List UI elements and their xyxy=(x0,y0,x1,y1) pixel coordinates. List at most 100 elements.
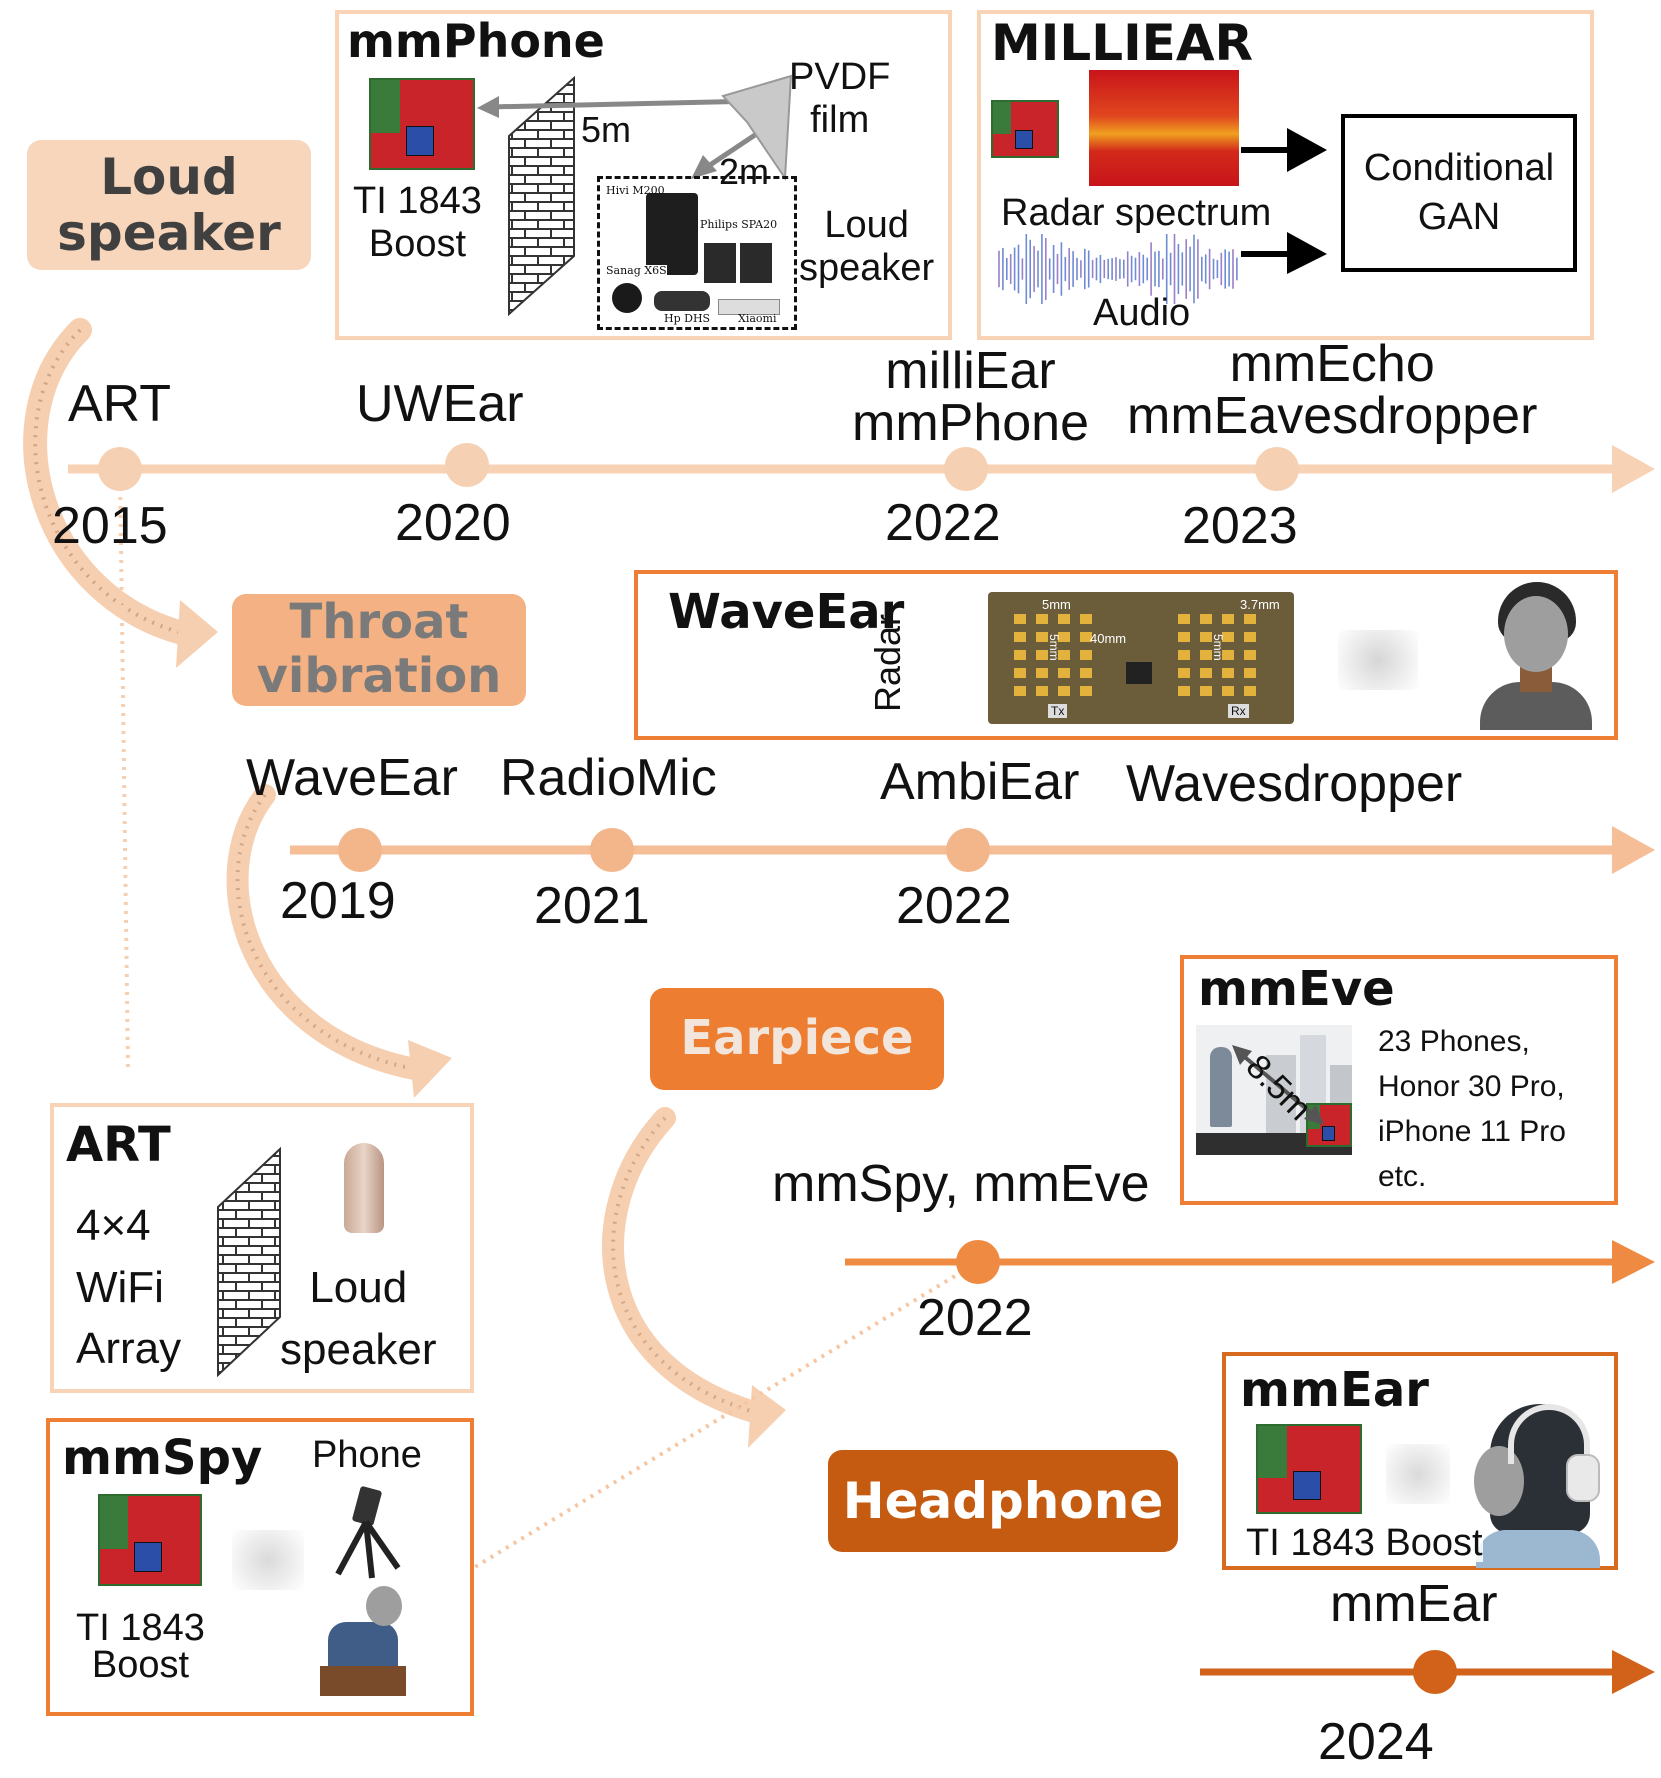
system-label-mmear: mmEar xyxy=(1330,1575,1498,1633)
timeline-arrow-loudspeaker xyxy=(68,445,1655,493)
headphone-person-image xyxy=(1470,1400,1602,1568)
system-label-mmspy-mmeve: mmSpy, mmEve xyxy=(772,1155,1150,1213)
blurred-signal xyxy=(1338,630,1418,690)
mmphone-speaker-label: Loud speaker xyxy=(799,204,935,289)
system-label-radiomic: RadioMic xyxy=(500,749,717,807)
box-title-mmear: mmEar xyxy=(1240,1362,1429,1418)
antenna-patch xyxy=(1080,650,1092,660)
speaker-set-image: Hivi M200 Philips SPA20 Sanag X6S Hp DHS… xyxy=(597,176,797,330)
art-speaker-label: Loud speaker xyxy=(280,1263,437,1374)
category-loudspeaker-label: Loud speaker xyxy=(57,148,281,262)
phone-tripod-image xyxy=(335,1486,401,1579)
dim-label-5mm: 5mm xyxy=(1042,597,1071,612)
antenna-patch xyxy=(1244,614,1256,624)
system-label-waveear: WaveEar xyxy=(246,749,458,807)
connector-mmspy xyxy=(468,1260,980,1572)
radar-pcb-image: 5mm 40mm 3.7mm 5mm 5mm Tx Rx xyxy=(988,592,1294,724)
timeline-dot-2021 xyxy=(590,828,634,872)
rx-label: Rx xyxy=(1228,704,1249,718)
dim-label-3-7mm: 3.7mm xyxy=(1240,597,1280,612)
pvdf-film-label: PVDF film xyxy=(789,56,891,141)
antenna-patch xyxy=(1058,632,1070,642)
timeline-dot-2020 xyxy=(445,443,489,487)
radar-board-image xyxy=(369,78,475,170)
timeline-dot-2022-earpiece xyxy=(956,1240,1000,1284)
example-box-art: ART 4×4 WiFi Array Loud speaker xyxy=(50,1103,474,1393)
year-label-2024: 2024 xyxy=(1318,1713,1434,1771)
antenna-patch xyxy=(1200,632,1212,642)
category-throat-vibration: Throat vibration xyxy=(232,594,526,706)
antenna-patch xyxy=(1200,650,1212,660)
street-scene-image xyxy=(1196,1025,1352,1155)
antenna-patch xyxy=(1036,614,1048,624)
year-label-2020: 2020 xyxy=(395,494,511,552)
antenna-patch xyxy=(1178,686,1190,696)
timeline-dot-2022-loud xyxy=(944,447,988,491)
antenna-patch xyxy=(1244,668,1256,678)
antenna-patch xyxy=(1058,686,1070,696)
antenna-patch xyxy=(1058,614,1070,624)
speaker-name-sanag: Sanag X6S xyxy=(606,264,667,277)
antenna-patch xyxy=(1014,614,1026,624)
example-box-waveear: WaveEar Radar 5mm 40mm 3.7mm 5mm 5mm Tx … xyxy=(634,570,1618,740)
speaker-small-2 xyxy=(740,243,772,283)
speaker-round xyxy=(612,283,642,313)
category-earpiece: Earpiece xyxy=(650,988,944,1090)
timeline-dot-2023 xyxy=(1255,447,1299,491)
category-loudspeaker: Loud speaker xyxy=(27,140,311,270)
category-earpiece-label: Earpiece xyxy=(680,1010,914,1067)
example-box-mmspy: mmSpy Phone TI 1843 Boost xyxy=(46,1418,474,1716)
system-label-ambiear: AmbiEar xyxy=(880,753,1080,811)
speaker-large xyxy=(646,193,698,275)
category-throat-label: Throat vibration xyxy=(256,594,502,704)
speaker-name-xiaomi: Xiaomi xyxy=(738,312,777,325)
art-brick-wall xyxy=(217,1147,281,1377)
system-label-wavesdropper: Wavesdropper xyxy=(1126,755,1463,813)
radar-chip xyxy=(1126,662,1152,684)
box-title-mmeve: mmEve xyxy=(1198,961,1395,1017)
milliear-arrows xyxy=(1241,128,1327,274)
headphone-cup xyxy=(1566,1454,1600,1502)
antenna-patch xyxy=(1178,614,1190,624)
box-title-milliear: MILLIEAR xyxy=(991,14,1254,72)
tx-label: Tx xyxy=(1048,704,1068,718)
art-array-label: 4×4 WiFi Array xyxy=(76,1201,182,1374)
timeline-arrow-headphone xyxy=(1200,1650,1655,1694)
radar-label: Radar xyxy=(867,613,908,712)
antenna-patch xyxy=(1178,650,1190,660)
conditional-gan-block: Conditional GAN xyxy=(1341,114,1577,272)
category-headphone-label: Headphone xyxy=(842,1472,1164,1530)
antenna-patch xyxy=(1036,668,1048,678)
blurred-signal-mmear xyxy=(1386,1444,1450,1504)
year-label-2019: 2019 xyxy=(280,872,396,930)
connector-art xyxy=(118,469,130,1071)
example-box-milliear: MILLIEAR Radar spectrum Audio Conditiona… xyxy=(977,10,1594,340)
antenna-patch xyxy=(1178,632,1190,642)
antenna-patch xyxy=(1222,686,1234,696)
box-title-mmspy: mmSpy xyxy=(62,1430,263,1486)
speaker-pair xyxy=(654,291,710,311)
antenna-patch xyxy=(1222,650,1234,660)
antenna-patch xyxy=(1036,650,1048,660)
radar-spectrum-label: Radar spectrum xyxy=(1001,192,1272,234)
mmeve-distance-arrow xyxy=(1232,1045,1324,1125)
mmear-device-label: TI 1843 Boost xyxy=(1246,1522,1483,1564)
category-headphone: Headphone xyxy=(828,1450,1178,1552)
face-mask-mmspy xyxy=(366,1586,402,1626)
art-speaker-image xyxy=(344,1143,384,1233)
milliear-radar-board xyxy=(991,100,1059,158)
timeline-dot-2015 xyxy=(98,447,142,491)
dim-label-5mm-rx: 5mm xyxy=(1211,634,1225,661)
curve-arrow-earpiece-to-headphone xyxy=(602,1107,786,1448)
box-title-mmphone: mmPhone xyxy=(347,14,605,68)
timeline-dot-2024 xyxy=(1413,1650,1457,1694)
antenna-patch xyxy=(1244,686,1256,696)
distance-label-5m: 5m xyxy=(581,109,632,150)
chair xyxy=(320,1666,406,1696)
antenna-patch xyxy=(1036,686,1048,696)
system-label-mmecho-mmeavesdropper: mmEcho mmEavesdropper xyxy=(1127,335,1538,445)
antenna-patch xyxy=(1014,650,1026,660)
dim-label-40mm: 40mm xyxy=(1090,631,1127,646)
timeline-dot-2019 xyxy=(338,828,382,872)
